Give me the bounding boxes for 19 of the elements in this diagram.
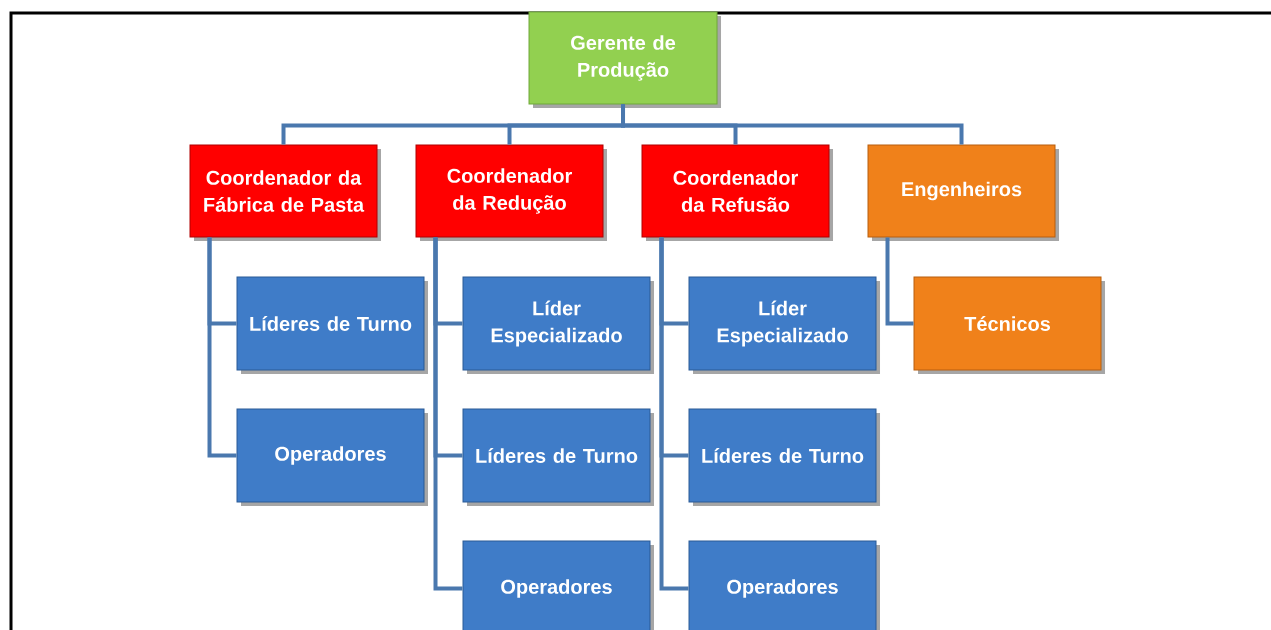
- team-box: Líderes de Turno: [236, 276, 428, 374]
- team-box: Líderes de Turno: [462, 408, 654, 506]
- team-box: Líder Especializado: [462, 276, 654, 374]
- connector: [207, 237, 237, 458]
- coordinator-box: Coordenador da Fábrica de Pasta: [189, 144, 381, 241]
- coordinator-box: Coordenador da Redução: [415, 144, 607, 241]
- connector: [885, 237, 914, 326]
- team-box: Operadores: [236, 408, 428, 506]
- connector: [621, 104, 964, 145]
- team-box: Líderes de Turno: [688, 408, 880, 506]
- engineers-box: Engenheiros: [867, 144, 1059, 241]
- team-box: Líder Especializado: [688, 276, 880, 374]
- team-box: Operadores: [688, 540, 880, 630]
- connector: [659, 237, 689, 591]
- manager-box: Gerente de Produção: [528, 11, 721, 108]
- team-box: Operadores: [462, 540, 654, 630]
- coordinator-box: Coordenador da Refusão: [641, 144, 833, 241]
- technicians-box: Técnicos: [913, 276, 1105, 374]
- connector: [433, 237, 463, 591]
